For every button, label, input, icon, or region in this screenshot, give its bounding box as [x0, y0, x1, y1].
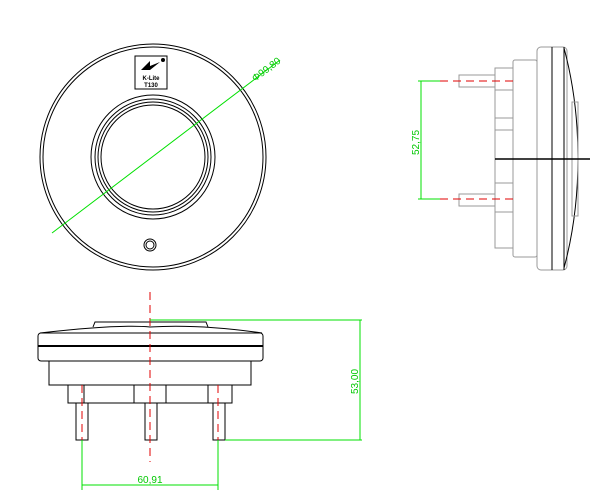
side-view: 52,75 — [411, 46, 590, 271]
height-label: 53,00 — [350, 369, 361, 394]
ce-symbol — [143, 238, 157, 252]
pin-spacing-side-label: 52,75 — [411, 130, 422, 155]
logo-model-text: T130 — [144, 83, 158, 89]
pin-spacing-bottom-label: 60,91 — [137, 475, 162, 486]
diameter-label: Φ99,80 — [250, 55, 283, 84]
elevation-view: 53,00 60,91 — [37, 292, 362, 490]
pin-left — [75, 402, 89, 441]
logo-brand-text: K-Lite — [143, 76, 161, 82]
diameter-dimension-line — [51, 59, 281, 234]
brand-logo: K-Lite T130 — [134, 55, 168, 90]
pin-middle — [144, 402, 158, 441]
front-view: K-Lite T130 Φ99,80 — [39, 43, 284, 271]
pin-right — [212, 402, 226, 441]
